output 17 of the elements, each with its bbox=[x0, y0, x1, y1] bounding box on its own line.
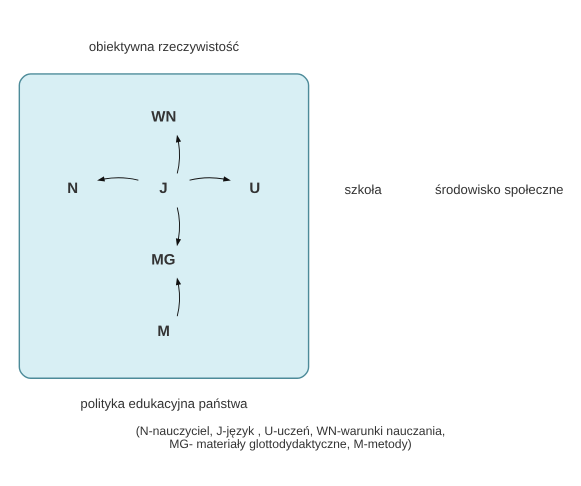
arrow bbox=[189, 176, 231, 182]
label: szkoła bbox=[344, 182, 382, 197]
caption: (N-nauczyciel, J-język , U-uczeń, WN-warunki nauczania, MG- materiały glottodydaktyczne, M-metody) bbox=[136, 424, 446, 452]
node-text: M bbox=[157, 322, 170, 340]
cluster bbox=[18, 73, 310, 379]
label: polityka edukacyjna państwa bbox=[80, 396, 248, 412]
node-text: N bbox=[67, 180, 78, 198]
arrow bbox=[97, 176, 139, 182]
arrow bbox=[176, 277, 182, 317]
label: obiektywna rzeczywistość bbox=[88, 39, 240, 54]
node-text: J bbox=[159, 180, 168, 198]
node-text: U bbox=[249, 180, 260, 198]
node-text: WN bbox=[151, 108, 176, 126]
label: środowisko społeczne bbox=[435, 182, 564, 197]
arrow bbox=[176, 134, 182, 174]
arrow bbox=[176, 207, 182, 246]
node-text: MG bbox=[151, 251, 176, 268]
